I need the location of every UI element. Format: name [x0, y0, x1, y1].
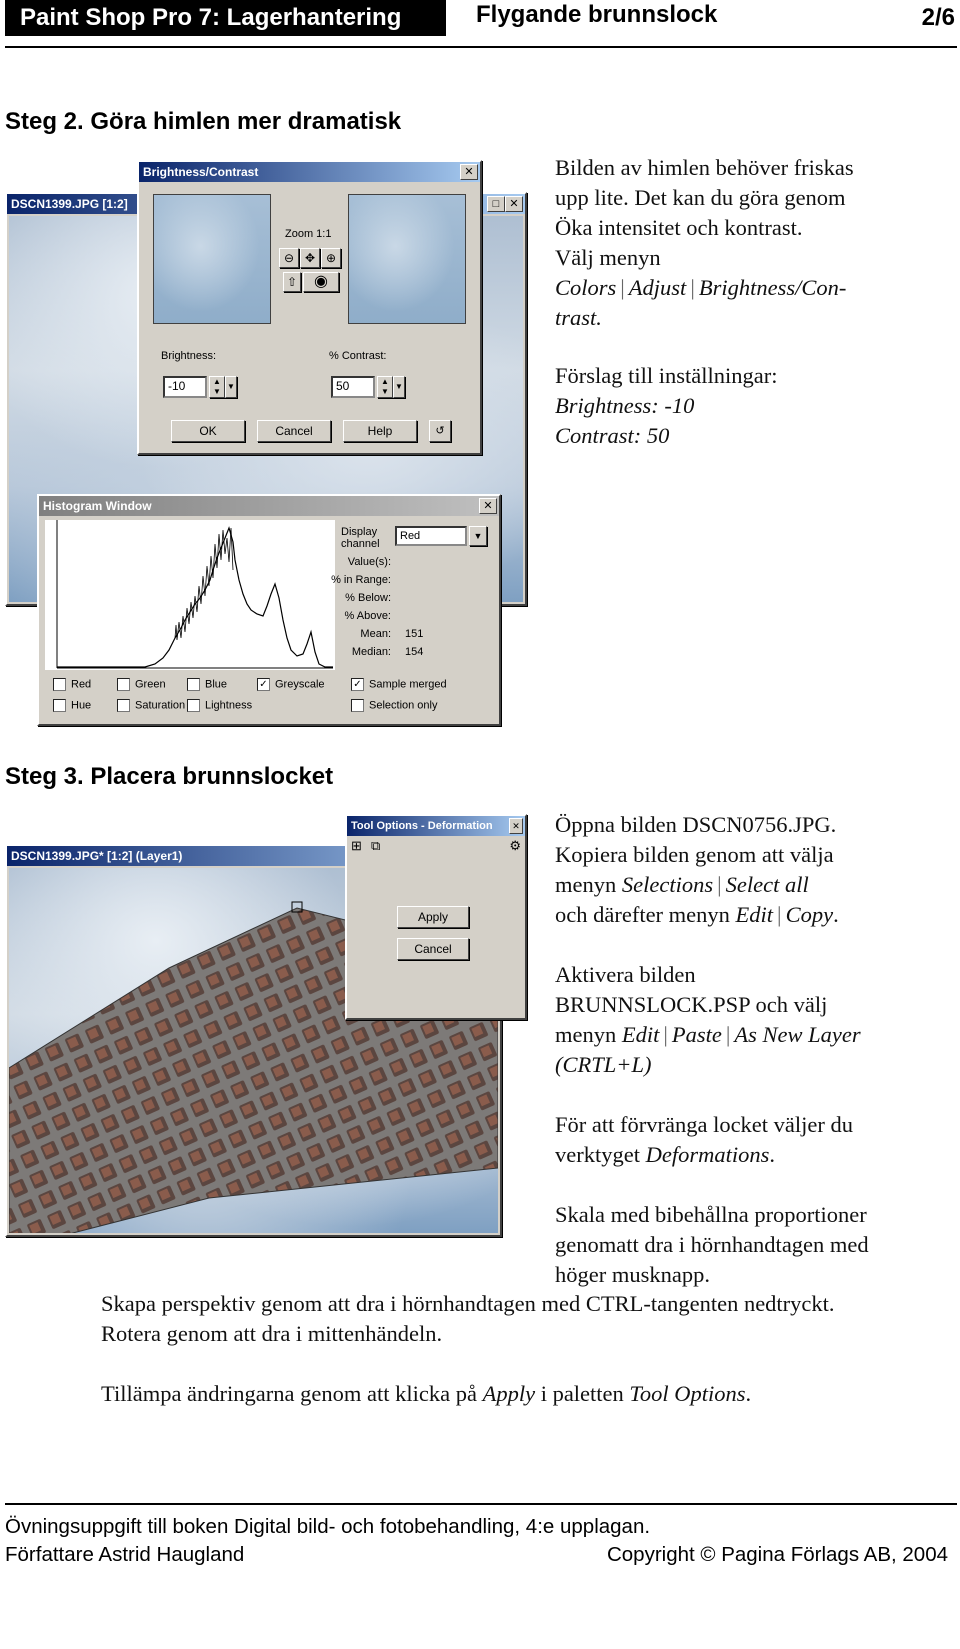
brightness-input[interactable]: -10 [163, 376, 207, 398]
chevron-down-icon[interactable]: ▼ [469, 526, 487, 546]
header-rule [5, 46, 957, 48]
close-icon[interactable]: ✕ [505, 196, 523, 212]
mean-value: 151 [405, 628, 424, 640]
preview-before [153, 194, 271, 324]
channel-select[interactable]: Red [395, 526, 467, 546]
suggest-heading: Förslag till inställningar: [555, 363, 778, 388]
close-icon[interactable]: ✕ [479, 498, 497, 514]
text-line: (CRTL+L) [555, 1052, 652, 1077]
footer-book: Övningsuppgift till boken Digital bild- … [5, 1515, 651, 1538]
text-line: Aktivera bilden [555, 962, 696, 987]
pointer-icon[interactable]: ⇧ [283, 272, 301, 292]
text-line: Kopiera bilden genom att välja [555, 842, 834, 867]
step2-heading: Steg 2. Göra himlen mer dramatisk [5, 108, 402, 135]
grid-icon[interactable]: ⊞ [351, 838, 362, 853]
camera-icon[interactable]: ⧉ [371, 838, 381, 853]
contrast-input[interactable]: 50 [331, 376, 375, 398]
contrast-dropdown-icon[interactable]: ▼ [393, 376, 405, 398]
brightness-dropdown-icon[interactable]: ▼ [225, 376, 237, 398]
suggest-brightness: Brightness: -10 [555, 393, 695, 418]
zoom-in-icon[interactable]: ⊕ [321, 248, 341, 268]
maximize-icon[interactable]: □ [487, 196, 505, 212]
menu-path: Colors|Adjust|Brightness/Con- [555, 275, 847, 300]
tool-options-palette: Tool Options - Deformation ✕ ⊞ ⧉ ⚙ Apply… [345, 814, 527, 1020]
tool-options-title: Tool Options - Deformation [347, 816, 525, 836]
checkbox-greyscale[interactable]: ✓Greyscale [257, 678, 325, 691]
zoom-label: Zoom 1:1 [285, 228, 332, 240]
mean-label: Mean: [360, 628, 391, 640]
histogram-comb [174, 527, 234, 641]
text-line: Skala med bibehållna proportioner [555, 1202, 867, 1227]
step3-instructions: Öppna bilden DSCN0756.JPG. Kopiera bilde… [555, 810, 950, 1290]
contrast-spinner[interactable]: ▲▼ [377, 376, 393, 398]
text-line: höger musknapp. [555, 1262, 710, 1287]
median-label: Median: [351, 646, 391, 658]
step2-instructions: Bilden av himlen behöver friskas upp lit… [555, 153, 935, 451]
histogram-graph [45, 520, 335, 670]
text-line: Öka intensitet och kontrast. [555, 215, 803, 240]
text-line: BRUNNSLOCK.PSP och välj [555, 992, 828, 1017]
document-header-title: Paint Shop Pro 7: Lagerhantering [5, 0, 446, 36]
above-label: % Above: [344, 610, 391, 622]
text-line: Bilden av himlen behöver friskas [555, 155, 854, 180]
text-line: menyn Selections|Select all [555, 872, 809, 897]
footer-rule [5, 1503, 957, 1505]
checkbox-selection-only[interactable]: Selection only [351, 699, 438, 712]
text-line: upp lite. Det kan du göra genom [555, 185, 846, 210]
help-button[interactable]: Help [343, 420, 417, 442]
center-handle [291, 901, 303, 913]
preview-eye-icon[interactable]: ◉ [303, 272, 339, 292]
checkbox-lightness[interactable]: Lightness [187, 699, 252, 712]
values-label: Value(s): [347, 556, 391, 568]
in-range-label: % in Range: [331, 574, 391, 586]
checkbox-green[interactable]: Green [117, 678, 166, 691]
settings-icon[interactable]: ⚙ [509, 838, 521, 853]
checkbox-red[interactable]: Red [53, 678, 91, 691]
brightness-spinner[interactable]: ▲▼ [209, 376, 225, 398]
text-line: verktyget Deformations. [555, 1142, 775, 1167]
histogram-title: Histogram Window [39, 496, 499, 516]
close-icon[interactable]: ✕ [509, 818, 523, 834]
brightness-contrast-dialog: Brightness/Contrast ✕ Zoom 1:1 ⊖ ✥ ⊕ ⇧ ◉… [137, 160, 482, 455]
suggest-contrast: Contrast: 50 [555, 423, 670, 448]
cancel-button[interactable]: Cancel [257, 420, 331, 442]
text-line: Välj menyn [555, 245, 661, 270]
contrast-label: % Contrast: [329, 350, 387, 362]
menu-path-cont: trast. [555, 305, 602, 330]
text-line: Tillämpa ändringarna genom att klicka på… [101, 1381, 752, 1406]
document-subtitle: Flygande brunnslock [476, 1, 718, 28]
below-label: % Below: [345, 592, 391, 604]
preview-after [348, 194, 466, 324]
checkbox-blue[interactable]: Blue [187, 678, 227, 691]
footer-copyright: Copyright © Pagina Förlags AB, 2004 [606, 1543, 948, 1566]
text-line: och därefter menyn Edit|Copy. [555, 902, 839, 927]
cancel-button[interactable]: Cancel [397, 938, 469, 960]
checkbox-hue[interactable]: Hue [53, 699, 91, 712]
dialog-title: Brightness/Contrast [139, 162, 480, 182]
page-number: 2/6 [921, 4, 955, 31]
text-line: Skapa perspektiv genom att dra i hörnhan… [101, 1291, 835, 1316]
apply-button[interactable]: Apply [397, 906, 469, 928]
zoom-out-icon[interactable]: ⊖ [279, 248, 299, 268]
reset-icon[interactable]: ↺ [429, 420, 451, 442]
checkbox-saturation[interactable]: Saturation [117, 699, 185, 712]
histogram-window: Histogram Window ✕ Display channel Red ▼… [37, 494, 501, 726]
ok-button[interactable]: OK [171, 420, 245, 442]
brightness-label: Brightness: [161, 350, 217, 362]
text-line: För att förvränga locket väljer du [555, 1112, 854, 1137]
step3-instructions-bottom: Skapa perspektiv genom att dra i hörnhan… [101, 1289, 941, 1409]
pan-icon[interactable]: ✥ [300, 248, 320, 268]
text-line: Öppna bilden DSCN0756.JPG. [555, 812, 837, 837]
step3-heading: Steg 3. Placera brunnslocket [5, 763, 334, 790]
footer-author: Författare Astrid Haugland [5, 1543, 245, 1566]
display-channel-label: Display channel [341, 526, 380, 550]
text-line: genomatt dra i hörnhandtagen med [555, 1232, 869, 1257]
text-line: menyn Edit|Paste|As New Layer [555, 1022, 861, 1047]
median-value: 154 [405, 646, 424, 658]
close-icon[interactable]: ✕ [460, 164, 478, 180]
checkbox-sample-merged[interactable]: ✓Sample merged [351, 678, 447, 691]
text-line: Rotera genom att dra i mittenhändeln. [101, 1321, 443, 1346]
